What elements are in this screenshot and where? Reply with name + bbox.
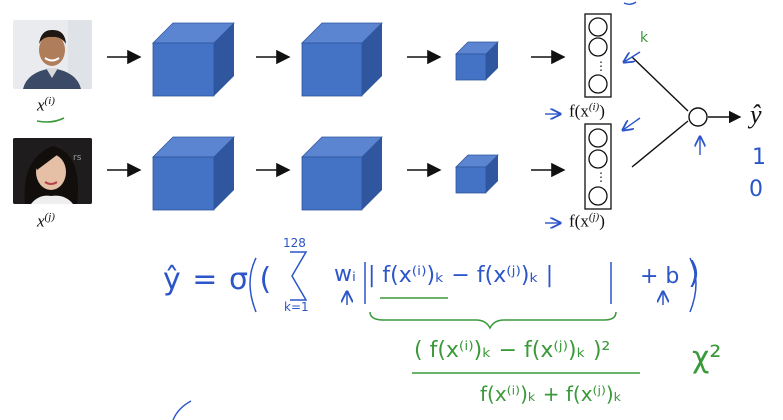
cube-i-2 <box>301 22 383 97</box>
formula-lhs: ŷ = σ ( <box>163 262 273 297</box>
chi-numerator: ( f(x⁽ⁱ⁾)ₖ − f(x⁽ʲ⁾)ₖ )² <box>414 338 611 363</box>
input-label-i: x(i) <box>37 95 55 115</box>
sum-lower-limit: k=1 <box>284 300 309 314</box>
person-i-photo <box>13 20 92 89</box>
weight-term: wᵢ <box>334 262 356 287</box>
chi-square-label: χ² <box>692 340 722 375</box>
prediction-label: ŷ <box>750 100 762 129</box>
cube-j-3 <box>455 154 499 194</box>
encoding-vector-i: ⋮ <box>584 13 612 98</box>
green-underline <box>36 117 65 123</box>
person-j-photo: rs <box>13 138 92 204</box>
cube-i-3 <box>455 41 499 81</box>
combine-lines <box>631 56 742 168</box>
k-annotation: k <box>640 30 649 46</box>
cube-i-1 <box>152 22 235 97</box>
input-label-j: x(j) <box>37 211 55 231</box>
svg-text:⋮: ⋮ <box>595 170 607 184</box>
cube-j-2 <box>301 136 383 211</box>
formula-close: ) <box>688 256 700 291</box>
formula-green-decorations <box>369 297 640 374</box>
encoding-label-j: f(x(j)) <box>569 211 605 231</box>
encoding-label-i: f(x(i)) <box>569 101 605 121</box>
target-zero: 0 <box>749 177 763 202</box>
hand-annotations-blue <box>172 1 700 420</box>
target-one: 1 <box>752 145 766 170</box>
output-node <box>688 107 708 127</box>
encoding-vector-j: ⋮ <box>584 123 612 210</box>
bias-term: + b <box>640 264 680 289</box>
sum-upper-limit: 128 <box>283 236 306 250</box>
formula-decorations <box>249 251 697 313</box>
svg-text:⋮: ⋮ <box>595 59 607 73</box>
abs-difference-term: | f(x⁽ⁱ⁾)ₖ − f(x⁽ʲ⁾)ₖ | <box>368 263 554 288</box>
cube-j-1 <box>152 136 235 211</box>
svg-text:rs: rs <box>73 153 82 163</box>
chi-denominator: f(x⁽ⁱ⁾)ₖ + f(x⁽ʲ⁾)ₖ <box>480 382 623 406</box>
